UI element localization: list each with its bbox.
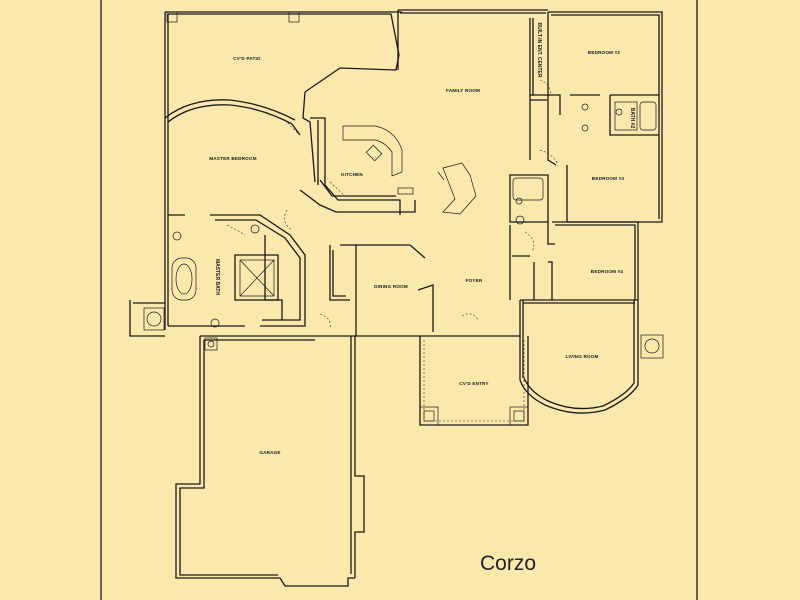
label-family-room: FAMILY ROOM <box>446 88 480 93</box>
label-bedroom-2: BEDROOM #2 <box>588 50 621 55</box>
interior-walls <box>168 18 659 336</box>
master-bedroom-walls <box>164 91 319 185</box>
exterior-walls <box>129 9 663 587</box>
room-labels: CV'D PATIO FAMILY ROOM BEDROOM #2 BEDROO… <box>209 23 635 455</box>
label-bath-2: BATH #2 <box>629 108 635 129</box>
label-dining-room: DINING ROOM <box>374 284 408 289</box>
plan-title: Corzo <box>480 552 536 575</box>
label-bedroom-4: BEDROOM #4 <box>591 269 624 274</box>
label-kitchen: KITCHEN <box>341 172 363 177</box>
door-swings <box>226 79 559 329</box>
label-foyer: FOYER <box>466 278 483 283</box>
label-built-in-cabinet: BUILT-IN ENT. CENTER <box>536 23 542 78</box>
sheet-border <box>100 0 698 600</box>
label-covered-entry: CV'D ENTRY <box>459 381 488 386</box>
label-living-room: LIVING ROOM <box>565 354 598 359</box>
label-master-bedroom: MASTER BEDROOM <box>209 156 256 161</box>
columns <box>166 11 529 426</box>
label-garage: GARAGE <box>259 450 280 455</box>
label-master-bath: MASTER BATH <box>214 259 220 295</box>
fixtures <box>143 101 664 359</box>
label-bedroom-3: BEDROOM #3 <box>592 176 625 181</box>
label-covered-patio: CV'D PATIO <box>233 56 261 61</box>
kitchen-counters <box>299 117 477 215</box>
